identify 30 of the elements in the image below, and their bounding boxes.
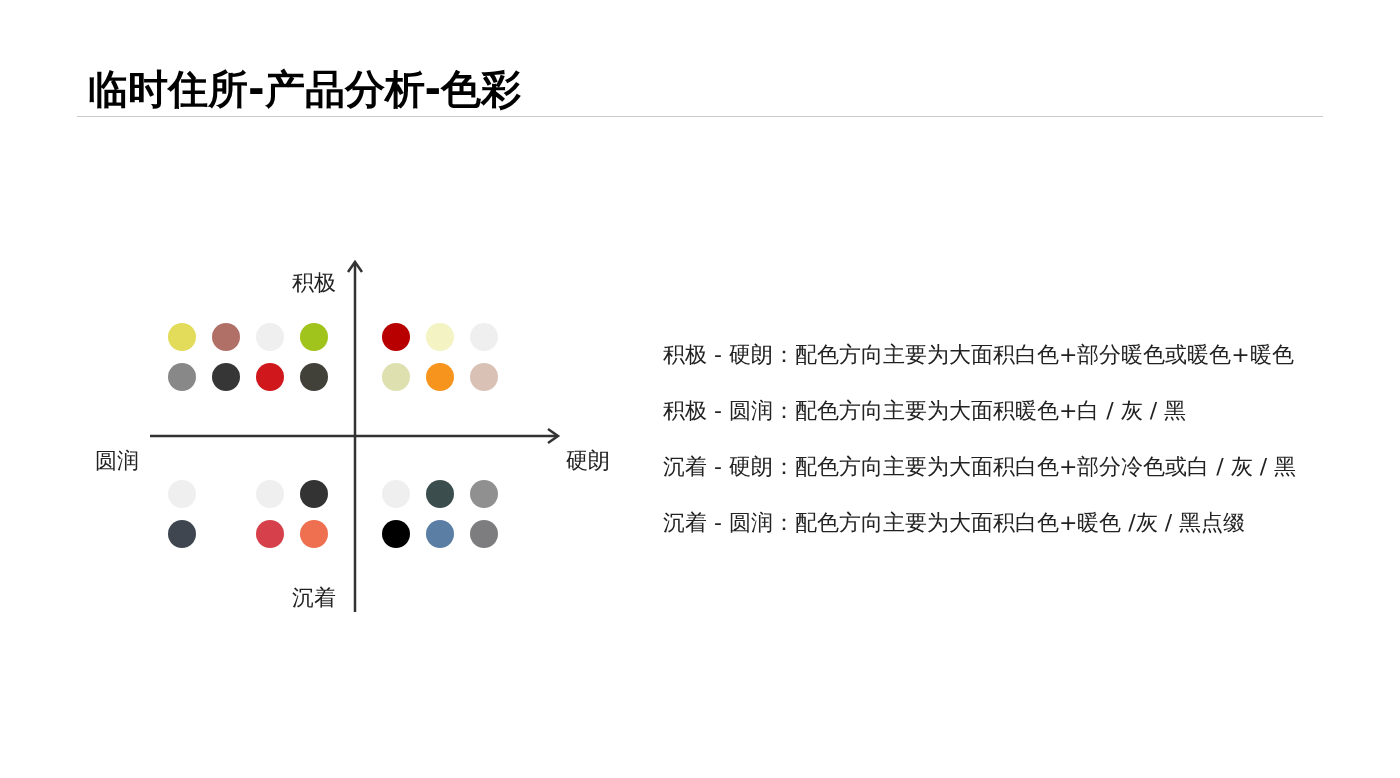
color-swatch — [256, 363, 284, 391]
color-swatch — [168, 323, 196, 351]
color-swatch — [382, 363, 410, 391]
color-swatch — [382, 520, 410, 548]
color-swatch — [470, 520, 498, 548]
axis-label: 硬朗 — [566, 447, 610, 475]
color-swatch — [470, 480, 498, 508]
color-swatch — [382, 323, 410, 351]
quadrant-description: 积极 - 圆润：配色方向主要为大面积暖色+白 / 灰 / 黑 — [663, 397, 1187, 425]
quadrant-description: 积极 - 硬朗：配色方向主要为大面积白色+部分暖色或暖色+暖色 — [663, 341, 1294, 369]
color-swatch — [212, 363, 240, 391]
color-swatch — [470, 363, 498, 391]
quadrant-description: 沉着 - 圆润：配色方向主要为大面积白色+暖色 /灰 / 黑点缀 — [663, 509, 1246, 537]
color-swatch — [300, 363, 328, 391]
color-swatch — [300, 323, 328, 351]
color-swatch — [212, 323, 240, 351]
quadrant-description: 沉着 - 硬朗：配色方向主要为大面积白色+部分冷色或白 / 灰 / 黑 — [663, 453, 1297, 481]
color-swatch — [168, 363, 196, 391]
axis-label: 积极 — [292, 269, 336, 297]
color-swatch — [426, 323, 454, 351]
axis-label: 沉着 — [292, 584, 336, 612]
color-swatch — [300, 520, 328, 548]
color-swatch — [426, 363, 454, 391]
color-swatch — [300, 480, 328, 508]
color-swatch — [426, 480, 454, 508]
color-swatch — [256, 520, 284, 548]
color-swatch — [426, 520, 454, 548]
page-title: 临时住所-产品分析-色彩 — [88, 65, 522, 114]
color-swatch — [168, 520, 196, 548]
axis-label: 圆润 — [95, 447, 139, 475]
